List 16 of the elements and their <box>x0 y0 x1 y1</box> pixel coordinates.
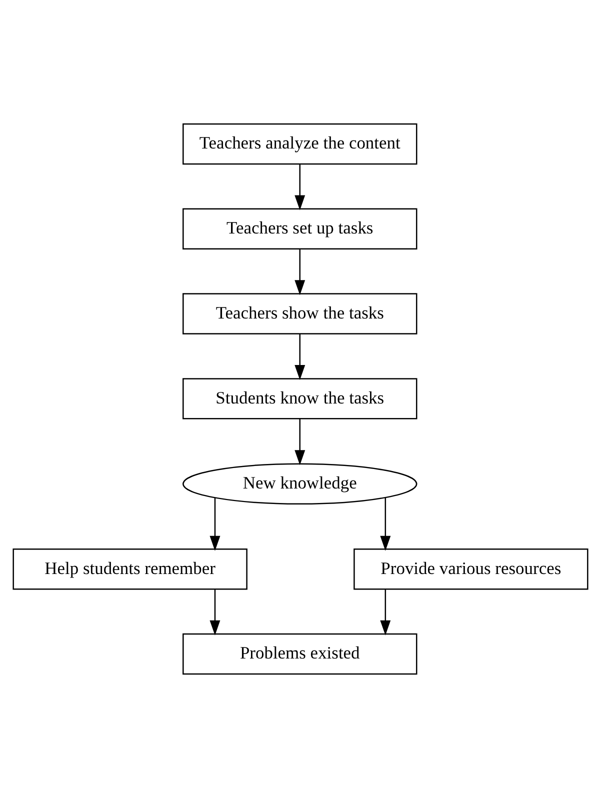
node-ellipse: New knowledge <box>182 463 418 505</box>
node-box: Teachers set up tasks <box>182 208 418 250</box>
arrow <box>380 498 391 551</box>
node-box: Problems existed <box>182 633 418 675</box>
node-box: Provide various resources <box>354 548 588 590</box>
node-box: Teachers show the tasks <box>182 293 418 334</box>
arrow <box>380 589 391 636</box>
arrow <box>294 249 306 296</box>
arrow <box>294 164 306 210</box>
arrow <box>294 334 306 380</box>
arrow <box>210 498 220 551</box>
arrow <box>294 418 306 466</box>
node-box: Students know the tasks <box>182 378 418 420</box>
node-box: Help students remember <box>12 548 248 590</box>
node-box: Teachers analyze the content <box>182 123 418 165</box>
arrow <box>210 589 220 636</box>
